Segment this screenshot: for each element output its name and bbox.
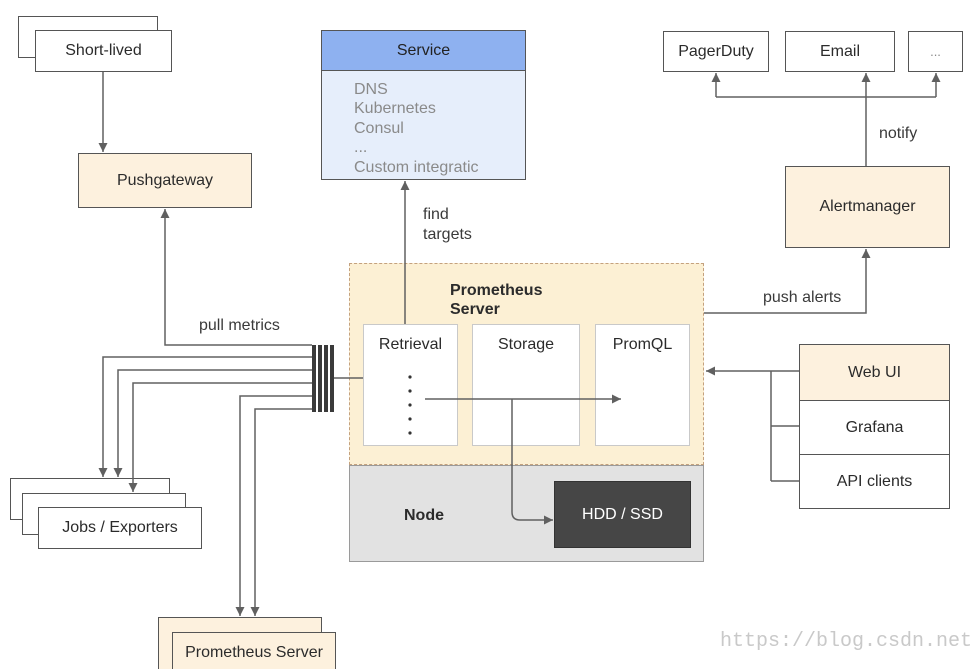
alertmanager-label: Alertmanager <box>819 198 916 215</box>
grafana-box: Grafana <box>799 400 950 455</box>
storage-box: Storage <box>472 324 580 446</box>
service-header: Service <box>322 31 525 71</box>
find-targets-line2: targets <box>423 226 472 243</box>
more-targets-box: ... <box>908 31 963 72</box>
promql-label: PromQL <box>612 336 673 353</box>
service-discovery-box: Service DNS Kubernetes Consul ... Custom… <box>321 30 526 180</box>
more-targets-label: ... <box>930 43 941 59</box>
pull-connector-bar <box>318 345 322 412</box>
pagerduty-label: PagerDuty <box>678 42 754 60</box>
remote-prometheus-server-label: Prometheus Server <box>185 644 323 661</box>
api-clients-label: API clients <box>836 472 913 490</box>
jobs-exporters-label: Jobs / Exporters <box>62 519 178 536</box>
find-targets-line1: find <box>423 206 449 223</box>
pull-metrics-label: pull metrics <box>199 317 280 334</box>
promql-box: PromQL <box>595 324 690 446</box>
service-item-consul: Consul <box>354 119 525 138</box>
remote-prometheus-server-box: Prometheus Server <box>172 632 336 669</box>
pull-to-jobs-arrow-2 <box>113 369 312 477</box>
pull-to-remote-prometheus-arrow-2 <box>250 408 312 616</box>
email-box: Email <box>785 31 895 72</box>
grafana-label: Grafana <box>845 418 904 436</box>
pull-to-jobs-arrow-1 <box>98 356 312 477</box>
prometheus-server-title-line1: Prometheus <box>450 282 543 299</box>
find-targets-label: find targets <box>423 205 472 245</box>
api-clients-box: API clients <box>799 454 950 509</box>
service-item-ellipsis: ... <box>354 138 525 157</box>
hdd-ssd-label: HDD / SSD <box>582 505 663 523</box>
pagerduty-box: PagerDuty <box>663 31 769 72</box>
service-item-dns: DNS <box>354 80 525 99</box>
pull-to-jobs-arrow-3 <box>128 382 312 492</box>
web-ui-box: Web UI <box>799 344 950 401</box>
pull-connector-bar <box>312 345 316 412</box>
pushgateway-label: Pushgateway <box>116 171 214 189</box>
notify-label: notify <box>879 125 918 142</box>
watermark: https://blog.csdn.net <box>720 630 973 653</box>
email-label: Email <box>819 42 860 60</box>
web-ui-label: Web UI <box>847 363 902 381</box>
pull-to-remote-prometheus-arrow-1 <box>235 395 312 616</box>
retrieval-box: Retrieval <box>363 324 458 446</box>
prometheus-server-title-line2: Server <box>450 301 500 318</box>
storage-label: Storage <box>497 336 555 353</box>
service-item-kubernetes: Kubernetes <box>354 99 525 118</box>
alertmanager-box: Alertmanager <box>785 166 950 248</box>
node-label: Node <box>404 507 444 524</box>
short-lived-label: Short-lived <box>65 42 142 59</box>
retrieval-label: Retrieval <box>378 336 443 353</box>
pushgateway-box: Pushgateway <box>78 153 252 208</box>
service-item-custom: Custom integratic <box>354 158 525 177</box>
pull-connector-bar <box>324 345 328 412</box>
service-list: DNS Kubernetes Consul ... Custom integra… <box>354 80 525 177</box>
hdd-ssd-box: HDD / SSD <box>554 481 691 548</box>
jobs-exporters-box: Jobs / Exporters <box>38 507 202 549</box>
prometheus-server-title: Prometheus Server <box>450 281 542 319</box>
service-title: Service <box>396 41 451 59</box>
pull-connector-bar <box>330 345 334 412</box>
push-alerts-label: push alerts <box>763 289 842 306</box>
short-lived-box: Short-lived <box>35 30 172 72</box>
